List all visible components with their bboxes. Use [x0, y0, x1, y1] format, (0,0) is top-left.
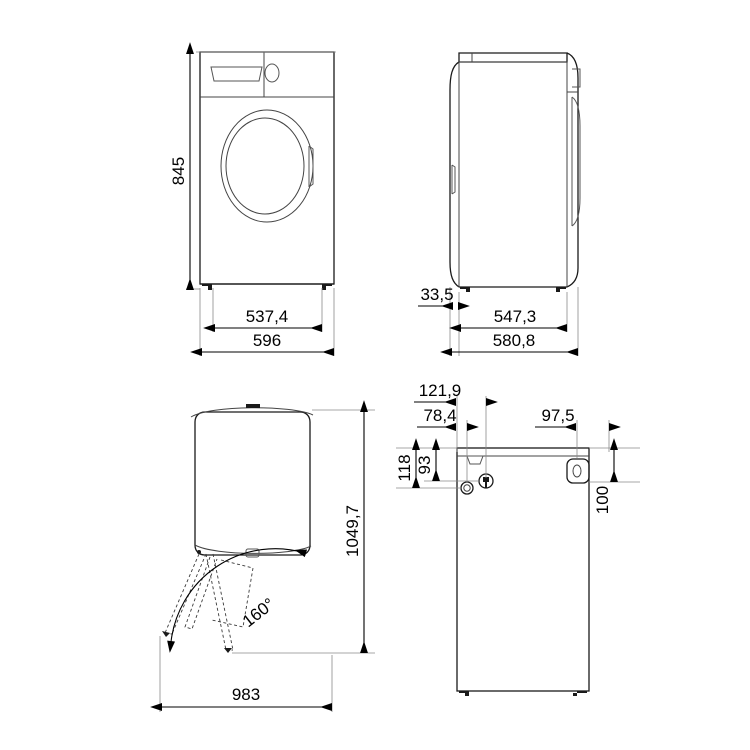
front-overall-width-dim-label: 596: [253, 331, 281, 350]
front-door-handle: [308, 145, 314, 188]
front-elevation-view: 845 537,4 596: [169, 42, 336, 356]
top-door-open-marker-b: [224, 648, 232, 653]
water-inlet-icon: [460, 481, 474, 495]
water-inlet-bore: [463, 484, 471, 492]
top-plan-view: 160° 1049,7 983: [150, 400, 375, 712]
front-foot-left: [202, 284, 212, 290]
side-overall-depth-dim-label: 580,8: [493, 331, 536, 350]
drain-hose-clip-bore: [572, 464, 582, 478]
front-foot-right: [322, 284, 332, 290]
front-door-inner-ring: [225, 117, 305, 215]
top-door-swing-arc: [167, 548, 308, 653]
rear-foot-right: [573, 691, 587, 696]
rear-drain-offset-dim-label: 78,4: [423, 406, 456, 425]
top-door-angle-label: 160°: [239, 594, 278, 631]
side-door-projection-dim-label: 33,5: [420, 285, 453, 304]
top-cabinet-outline: [194, 411, 311, 556]
front-display-panel: [210, 66, 263, 82]
side-door-handle-recess: [451, 164, 456, 195]
top-door-dashed-edge-c: [205, 553, 227, 651]
front-height-dim-label: 845: [169, 157, 188, 185]
side-front-door-profile: [449, 61, 460, 288]
rear-hose-offset-dim-label: 97,5: [541, 406, 574, 425]
rear-inlet-valve-notch: [466, 455, 484, 465]
rear-elevation-view: 121,9 78,4 118 93 97,5 100: [395, 381, 640, 696]
top-rear-lid-tab: [246, 404, 260, 408]
rear-foot-left: [459, 691, 469, 696]
side-rear-panel-curve: [571, 96, 581, 227]
rear-hose-height-dim-label: 100: [593, 486, 612, 514]
side-elevation-view: 33,5 547,3 580,8: [418, 52, 581, 356]
drain-hose-clip-icon: [566, 458, 590, 484]
front-door-outer-ring: [220, 109, 314, 223]
front-cabinet-width-dim-label: 537,4: [246, 307, 289, 326]
rear-inlet-offset-dim-label: 121,9: [419, 381, 462, 400]
side-cabinet-box: [458, 61, 568, 288]
side-foot-rear: [556, 287, 566, 292]
side-foot-front: [460, 287, 470, 292]
front-program-knob: [264, 63, 280, 83]
power-plug-glyph: [483, 477, 489, 488]
top-door-open-marker-a: [162, 631, 170, 637]
rear-cabinet-outline: [456, 447, 590, 692]
rear-inlet-height-dim-label: 118: [395, 454, 414, 481]
top-swing-width-dim-label: 983: [232, 685, 260, 704]
top-door-dashed-edge-a: [164, 553, 200, 634]
side-cabinet-depth-dim-label: 547,3: [494, 307, 537, 326]
side-top-lid: [458, 52, 568, 63]
top-hinge-point: [197, 550, 201, 554]
rear-plug-height-dim-label: 93: [415, 456, 434, 475]
side-hose-clip-tab: [572, 68, 581, 88]
top-depth-dim-label: 1049,7: [343, 505, 362, 557]
front-cabinet-outline: [199, 51, 335, 285]
side-rear-profile: [566, 52, 579, 288]
